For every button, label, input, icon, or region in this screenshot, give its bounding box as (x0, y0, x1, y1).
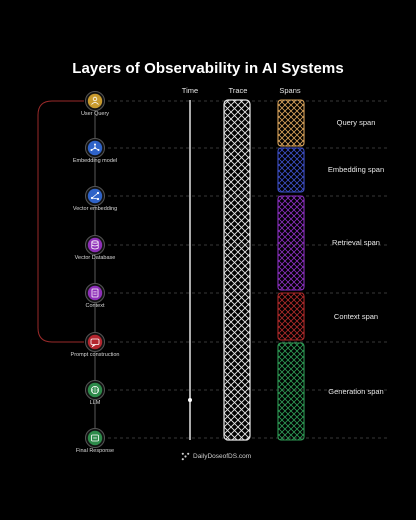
span-label: Generation span (328, 386, 384, 396)
page-title: Layers of Observability in AI Systems (72, 60, 344, 77)
span-label: Context span (333, 311, 379, 321)
node-label: LLM (89, 400, 101, 406)
database-icon (91, 240, 99, 250)
node-label: Embedding model (72, 158, 118, 164)
time-marker (188, 398, 192, 402)
node-context (85, 283, 105, 303)
span-bar-context-span (277, 292, 305, 341)
node-vector-database (85, 235, 105, 255)
feedback-loop-line (37, 100, 84, 343)
brand-text: DailyDoseofDS.com (193, 453, 252, 460)
node-label: Final Response (75, 448, 115, 454)
user-icon (91, 96, 99, 105)
span-label: Query span (336, 118, 376, 127)
node-vector-embedding (85, 186, 105, 206)
reply-icon (91, 434, 99, 442)
span-bar-query-span (277, 99, 305, 147)
span-label: Embedding span (327, 165, 385, 174)
node-label: User Query (80, 111, 110, 117)
span-bars (277, 99, 305, 441)
dashed-guides (108, 100, 390, 439)
node-label: Vector Database (74, 255, 116, 261)
column-header-spans: Spans (279, 86, 301, 95)
span-bar-embedding-span (277, 147, 305, 193)
node-user-query (85, 91, 105, 111)
brain-icon (91, 385, 100, 394)
brand-footer: DailyDoseofDS.com (181, 452, 251, 461)
node-label: Vector embedding (72, 206, 118, 212)
node-llm (85, 380, 105, 400)
trace-bar (223, 99, 251, 441)
span-label: Retrieval span (332, 238, 380, 247)
brand-logo-icon (181, 452, 190, 461)
node-final-response (85, 428, 105, 448)
share-icon (90, 191, 100, 201)
span-bar-generation-span (277, 342, 305, 441)
network-icon (90, 143, 100, 151)
chat-icon (90, 338, 100, 348)
pipeline-nodes (85, 91, 105, 448)
node-label: Context (85, 303, 105, 309)
node-prompt-construction (85, 332, 105, 352)
document-icon (91, 288, 99, 298)
node-embedding-model (85, 138, 105, 158)
column-header-time: Time (181, 86, 199, 95)
span-bar-retrieval-span (277, 195, 305, 291)
node-label: Prompt construction (70, 352, 120, 358)
column-header-trace: Trace (228, 86, 248, 95)
